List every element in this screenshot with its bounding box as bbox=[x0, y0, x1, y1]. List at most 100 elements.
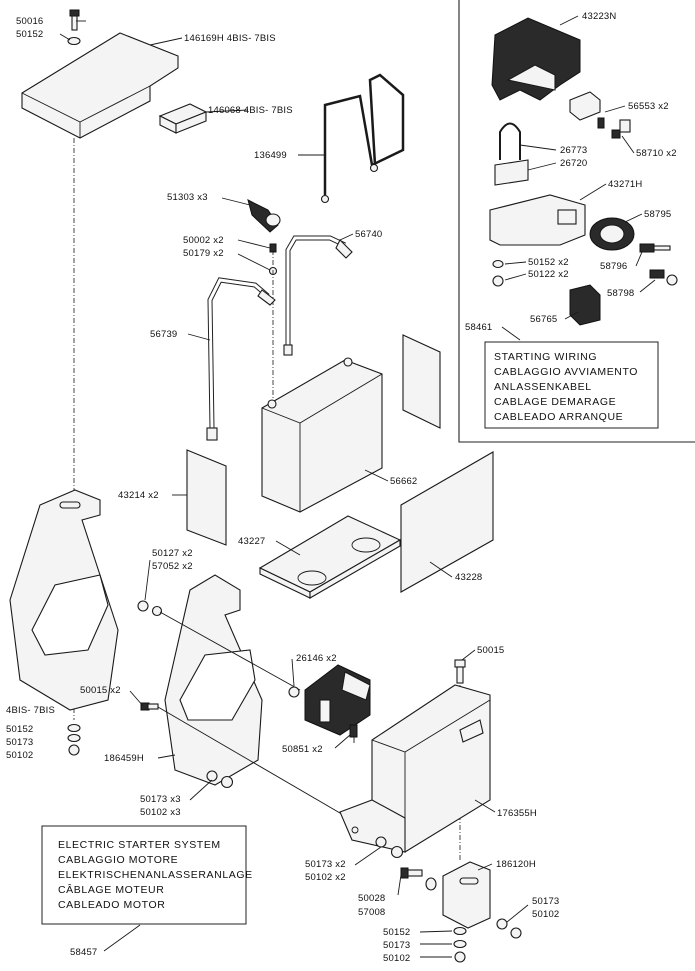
nut-50102-left bbox=[68, 744, 80, 756]
bracket-186459 bbox=[164, 574, 263, 786]
key-58796 bbox=[639, 243, 671, 253]
cover-43223 bbox=[491, 17, 581, 101]
clamp-26773 bbox=[499, 122, 521, 160]
relay-26146 bbox=[288, 664, 371, 736]
bolt-50028 bbox=[400, 867, 437, 891]
label-50028: 50028 bbox=[358, 893, 385, 904]
label-50173-br: 50173 bbox=[532, 896, 559, 907]
cable-56740 bbox=[283, 235, 353, 356]
battery-56662 bbox=[261, 357, 383, 513]
label-57052: 57052 x2 bbox=[152, 561, 193, 572]
key-58798 bbox=[649, 269, 678, 286]
washer-nut-50173-50102-box bbox=[375, 836, 404, 859]
label-50152x2: 50152 x2 bbox=[528, 257, 569, 268]
label-186459: 186459H bbox=[104, 753, 144, 764]
label-50152-left: 50152 bbox=[6, 724, 33, 735]
label-50122x2: 50122 x2 bbox=[528, 269, 569, 280]
starting-wiring-line-2: CABLAGGIO AVVIAMENTO bbox=[494, 366, 638, 378]
electric-starter-line-3: ELEKTRISCHENANLASSERANLAGE bbox=[58, 869, 253, 881]
label-43271: 43271H bbox=[608, 179, 642, 190]
label-50102x2: 50102 x2 bbox=[305, 872, 346, 883]
electric-starter-box: ELECTRIC STARTER SYSTEM CABLAGGIO MOTORE… bbox=[41, 825, 253, 925]
starting-wiring-line-1: STARTING WIRING bbox=[494, 351, 597, 363]
left-bracket bbox=[9, 489, 119, 711]
label-56740: 56740 bbox=[355, 229, 382, 240]
label-146068: 146068 4BIS- 7BIS bbox=[208, 105, 293, 116]
label-136499: 136499 bbox=[254, 150, 287, 161]
label-50015x2: 50015 x2 bbox=[80, 685, 121, 696]
label-58457: 58457 bbox=[70, 947, 97, 958]
bracket-43271 bbox=[489, 194, 586, 246]
label-26720: 26720 bbox=[560, 158, 587, 169]
label-43228: 43228 bbox=[455, 572, 482, 583]
label-56739: 56739 bbox=[150, 329, 177, 340]
connectors-58710 bbox=[597, 117, 631, 139]
starting-wiring-box: STARTING WIRING CABLAGGIO AVVIAMENTO ANL… bbox=[484, 341, 659, 429]
nut-50102-bottom bbox=[454, 951, 466, 963]
label-56662: 56662 bbox=[390, 476, 417, 487]
nut-washer-50152-50122 bbox=[492, 259, 504, 287]
ignition-switch-58795 bbox=[589, 217, 635, 251]
label-50002: 50002 x2 bbox=[183, 235, 224, 246]
washer-50152-top bbox=[67, 36, 81, 46]
label-50152-bottom: 50152 bbox=[383, 927, 410, 938]
label-50173x2: 50173 x2 bbox=[305, 859, 346, 870]
label-146169: 146169H 4BIS- 7BIS bbox=[184, 33, 276, 44]
plate-43228 bbox=[400, 451, 494, 593]
label-50851: 50851 x2 bbox=[282, 744, 323, 755]
washer-nut-50173-50102-right bbox=[496, 918, 522, 939]
washer-50173-left bbox=[67, 733, 81, 743]
screw-50016 bbox=[69, 9, 80, 31]
rod-frame-136499 bbox=[320, 73, 405, 204]
label-186120: 186120H bbox=[496, 859, 536, 870]
label-43214: 43214 x2 bbox=[118, 490, 159, 501]
starting-wiring-line-4: CABLAGE DEMARAGE bbox=[494, 396, 616, 408]
label-58798: 58798 bbox=[607, 288, 634, 299]
label-51303: 51303 x3 bbox=[167, 192, 208, 203]
label-26773: 26773 bbox=[560, 145, 587, 156]
label-43223: 43223N bbox=[582, 11, 616, 22]
pad-43214-a bbox=[402, 334, 441, 429]
label-57008: 57008 bbox=[358, 907, 385, 918]
label-58461: 58461 bbox=[465, 322, 492, 333]
label-58710: 58710 x2 bbox=[636, 148, 677, 159]
pad-26720 bbox=[494, 159, 529, 186]
bolt-50127 bbox=[137, 600, 163, 617]
label-50152-top: 50152 bbox=[16, 29, 43, 40]
washer-50152-left bbox=[67, 723, 81, 733]
label-50102-left: 50102 bbox=[6, 750, 33, 761]
starting-wiring-line-3: ANLASSENKABEL bbox=[494, 381, 592, 393]
bracket-186120 bbox=[442, 861, 491, 929]
switch-56765 bbox=[569, 284, 601, 326]
pad-43214-b bbox=[186, 449, 227, 546]
label-4bis-7bis: 4BIS- 7BIS bbox=[6, 705, 55, 716]
inset-frame bbox=[458, 0, 695, 443]
washer-nut-50173-50102 bbox=[206, 770, 234, 789]
bar-146068 bbox=[158, 103, 208, 134]
label-50173x3: 50173 x3 bbox=[140, 794, 181, 805]
label-176355: 176355H bbox=[497, 808, 537, 819]
starting-wiring-line-5: CABLEADO ARRANQUE bbox=[494, 411, 623, 423]
label-50173-bottom: 50173 bbox=[383, 940, 410, 951]
label-50173-left: 50173 bbox=[6, 737, 33, 748]
label-50102x3: 50102 x3 bbox=[140, 807, 181, 818]
label-50016: 50016 bbox=[16, 16, 43, 27]
label-50102-br: 50102 bbox=[532, 909, 559, 920]
washer-50173-bottom bbox=[453, 939, 467, 949]
label-50102-bottom: 50102 bbox=[383, 953, 410, 964]
label-56765: 56765 bbox=[530, 314, 557, 325]
label-56553: 56553 x2 bbox=[628, 101, 669, 112]
label-58796: 58796 bbox=[600, 261, 627, 272]
label-50179: 50179 x2 bbox=[183, 248, 224, 259]
bolt-50015 bbox=[140, 702, 159, 711]
battery-box-176355 bbox=[339, 684, 491, 853]
label-50127: 50127 x2 bbox=[152, 548, 193, 559]
switch-56553 bbox=[569, 91, 601, 121]
label-26146: 26146 x2 bbox=[296, 653, 337, 664]
electric-starter-line-1: ELECTRIC STARTER SYSTEM bbox=[58, 839, 221, 851]
electric-starter-line-2: CABLAGGIO MOTORE bbox=[58, 854, 178, 866]
cable-56739 bbox=[206, 277, 276, 441]
plate-43227 bbox=[258, 515, 402, 599]
bolt-50015-right bbox=[454, 659, 466, 684]
